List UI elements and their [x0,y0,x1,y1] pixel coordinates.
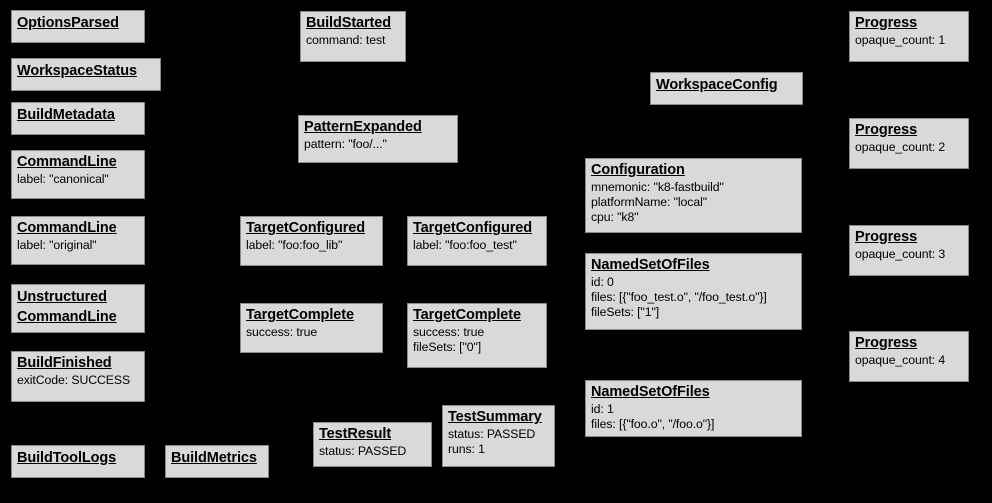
event-node-progress-2[interactable]: Progress opaque_count: 2 [849,118,969,169]
event-node-fields: exitCode: SUCCESS [17,373,139,388]
event-node-workspace-status[interactable]: WorkspaceStatus [11,58,161,91]
event-node-field: opaque_count: 3 [855,247,946,262]
event-node-fields: label: "foo:foo_lib" [246,238,377,253]
event-node-field: cpu: "k8" [591,210,639,225]
event-node-field: opaque_count: 2 [855,140,946,155]
event-node-field: status: PASSED [319,444,407,459]
event-node-field: success: true [413,325,485,340]
event-node-title: CommandLine [17,154,117,170]
event-node-progress-4[interactable]: Progress opaque_count: 4 [849,331,969,382]
event-node-title: Unstructured CommandLine [17,289,117,325]
event-node-build-finished[interactable]: BuildFinished exitCode: SUCCESS [11,351,145,402]
event-node-title: BuildStarted [306,15,392,31]
event-node-configuration[interactable]: Configuration mnemonic: "k8-fastbuild"pla… [585,158,802,233]
event-node-fields: mnemonic: "k8-fastbuild"platformName: "l… [591,180,796,225]
event-node-unstructured-command-line[interactable]: Unstructured CommandLine [11,284,145,333]
event-node-fields: status: PASSED [319,444,426,459]
event-node-field: status: PASSED [448,427,536,442]
event-node-title: NamedSetOfFiles [591,257,710,273]
event-node-title: TargetComplete [413,307,521,323]
event-node-title: Progress [855,335,918,351]
event-node-fields: label: "canonical" [17,172,139,187]
event-node-title: Progress [855,15,918,31]
event-node-title: BuildMetrics [171,450,257,466]
event-node-target-configured-foo-test[interactable]: TargetConfigured label: "foo:foo_test" [407,216,547,266]
event-node-title: Configuration [591,162,685,178]
event-node-title: PatternExpanded [304,119,422,135]
event-node-build-started[interactable]: BuildStarted command: test [300,11,406,62]
event-node-fields: pattern: "foo/..." [304,137,452,152]
event-node-fields: opaque_count: 4 [855,353,963,368]
event-node-title: WorkspaceConfig [656,77,778,93]
event-node-title: TargetConfigured [413,220,532,236]
event-node-title: TargetConfigured [246,220,365,236]
event-node-fields: opaque_count: 2 [855,140,963,155]
event-node-fields: label: "original" [17,238,139,253]
event-node-field: id: 1 [591,402,614,417]
event-node-title: Progress [855,229,918,245]
event-node-field: label: "original" [17,238,97,253]
event-node-target-configured-foo-lib[interactable]: TargetConfigured label: "foo:foo_lib" [240,216,383,266]
event-node-field: platformName: "local" [591,195,707,210]
event-node-progress-3[interactable]: Progress opaque_count: 3 [849,225,969,276]
event-node-title: TestSummary [448,409,542,425]
event-node-title: OptionsParsed [17,15,119,31]
event-node-field: label: "foo:foo_lib" [246,238,343,253]
event-node-title: BuildFinished [17,355,112,371]
event-node-field: label: "canonical" [17,172,109,187]
event-node-field: pattern: "foo/..." [304,137,387,152]
event-node-test-result[interactable]: TestResult status: PASSED [313,422,432,467]
event-node-field: exitCode: SUCCESS [17,373,131,388]
event-node-title: WorkspaceStatus [17,63,137,79]
event-node-field: opaque_count: 4 [855,353,946,368]
event-node-workspace-config[interactable]: WorkspaceConfig [650,72,803,105]
event-node-title: Progress [855,122,918,138]
event-node-title: TargetComplete [246,307,354,323]
event-node-title: CommandLine [17,220,117,236]
event-node-field: command: test [306,33,386,48]
event-node-field: files: [{"foo_test.o", "/foo_test.o"}] [591,290,767,305]
event-node-field: fileSets: ["0"] [413,340,482,355]
event-node-pattern-expanded[interactable]: PatternExpanded pattern: "foo/..." [298,115,458,163]
event-node-field: success: true [246,325,318,340]
event-node-fields: opaque_count: 1 [855,33,963,48]
event-node-field: id: 0 [591,275,614,290]
event-node-title: BuildToolLogs [17,450,117,466]
event-node-command-line-original[interactable]: CommandLine label: "original" [11,216,145,265]
event-node-fields: opaque_count: 3 [855,247,963,262]
event-node-field: label: "foo:foo_test" [413,238,517,253]
event-node-build-metadata[interactable]: BuildMetadata [11,102,145,135]
event-node-title: BuildMetadata [17,107,115,123]
event-node-field: fileSets: ["1"] [591,305,660,320]
event-node-build-metrics[interactable]: BuildMetrics [165,445,269,478]
event-node-title: TestResult [319,426,392,442]
event-node-command-line-canonical[interactable]: CommandLine label: "canonical" [11,150,145,199]
event-node-field: files: [{"foo.o", "/foo.o"}] [591,417,715,432]
event-node-options-parsed[interactable]: OptionsParsed [11,10,145,43]
event-node-progress-1[interactable]: Progress opaque_count: 1 [849,11,969,62]
event-node-title: NamedSetOfFiles [591,384,710,400]
event-node-build-tool-logs[interactable]: BuildToolLogs [11,445,145,478]
event-node-field: runs: 1 [448,442,485,457]
event-node-fields: label: "foo:foo_test" [413,238,541,253]
event-node-field: opaque_count: 1 [855,33,946,48]
event-node-field: mnemonic: "k8-fastbuild" [591,180,724,195]
event-node-fields: success: true [246,325,377,340]
event-node-fields: command: test [306,33,400,48]
event-node-target-complete-foo-lib[interactable]: TargetComplete success: true [240,303,383,353]
